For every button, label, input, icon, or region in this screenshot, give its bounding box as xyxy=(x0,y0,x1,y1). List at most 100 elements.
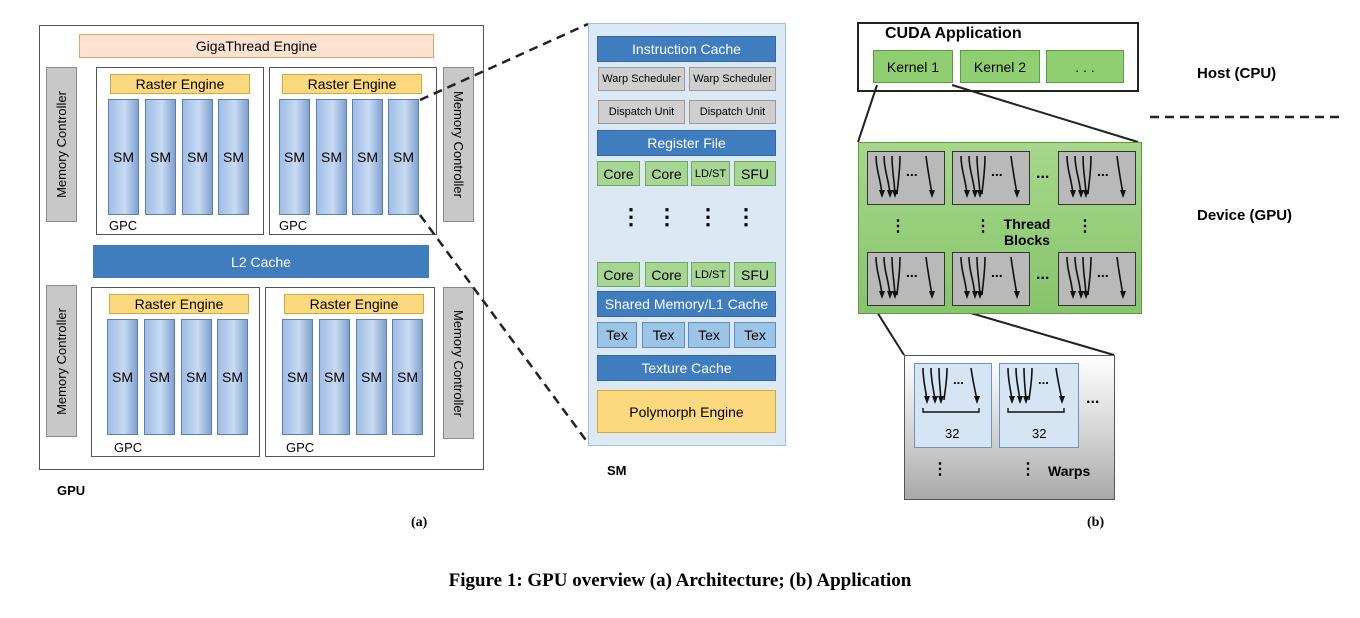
warps-label: Warps xyxy=(1048,463,1091,479)
texture-cache: Texture Cache xyxy=(597,355,776,381)
sm-block: SM xyxy=(282,319,313,435)
tex-unit: Tex xyxy=(734,322,776,348)
thread-block xyxy=(1058,252,1136,306)
cuda-application-title: CUDA Application xyxy=(885,25,1022,42)
raster-engine: Raster Engine xyxy=(284,294,424,314)
sm-block: SM xyxy=(319,319,350,435)
l2-cache: L2 Cache xyxy=(93,245,429,278)
tex-unit: Tex xyxy=(642,322,685,348)
raster-engine: Raster Engine xyxy=(282,74,422,94)
raster-engine: Raster Engine xyxy=(109,294,249,314)
figure-caption: Figure 1: GPU overview (a) Architecture;… xyxy=(448,570,912,591)
gpc-bottom-left: Raster Engine SM SM SM SM GPC xyxy=(91,287,260,457)
tex-unit: Tex xyxy=(597,322,637,348)
raster-engine: Raster Engine xyxy=(110,74,250,94)
gpc-label: GPC xyxy=(286,440,315,455)
sm-block: SM xyxy=(356,319,387,435)
register-file: Register File xyxy=(597,130,776,156)
thread-block xyxy=(1058,151,1136,205)
warp-threads-icon xyxy=(1007,367,1066,413)
dispatch-unit: Dispatch Unit xyxy=(689,100,776,124)
vertical-dots: ⋮ xyxy=(932,461,948,478)
thread-arrows-icon xyxy=(960,155,1021,199)
vertical-dots: ⋮ xyxy=(1020,461,1036,478)
core-unit: Core xyxy=(597,161,640,186)
sub-caption-b: (b) xyxy=(1087,515,1105,530)
sm-block: SM xyxy=(145,99,176,215)
memory-controller-bottom-right: Memory Controller xyxy=(443,287,474,439)
sm-block: SM xyxy=(182,99,213,215)
horizontal-dots: ... xyxy=(1086,390,1100,407)
host-label: Host (CPU) xyxy=(1197,65,1277,82)
warp-scheduler: Warp Scheduler xyxy=(598,67,685,91)
sm-block: SM xyxy=(218,99,249,215)
kernel-more: . . . xyxy=(1046,50,1124,83)
thread-arrows-icon xyxy=(875,256,936,300)
gpc-top-left: Raster Engine SM SM SM SM GPC xyxy=(96,67,264,235)
memory-controller-top-left: Memory Controller xyxy=(46,67,77,222)
horizontal-dots: ... xyxy=(1036,266,1050,283)
vertical-dots: ⋮ xyxy=(656,204,678,229)
warp-block: 32 xyxy=(914,363,992,448)
sm-block: SM xyxy=(352,99,383,215)
warp-size-label: 32 xyxy=(1032,426,1047,441)
ldst-unit: LD/ST xyxy=(691,262,730,287)
kernel-1: Kernel 1 xyxy=(873,50,953,83)
horizontal-dots: ... xyxy=(1036,165,1050,182)
kernel-2: Kernel 2 xyxy=(960,50,1040,83)
thread-block xyxy=(867,151,945,205)
thread-arrows-icon xyxy=(1066,155,1127,199)
tex-unit: Tex xyxy=(688,322,730,348)
sm-block: SM xyxy=(107,319,138,435)
device-label: Device (GPU) xyxy=(1197,207,1293,224)
core-unit: Core xyxy=(645,161,688,186)
shared-memory-l1-cache: Shared Memory/L1 Cache xyxy=(597,291,776,317)
vertical-dots: ⋮ xyxy=(735,204,757,229)
sm-block: SM xyxy=(181,319,212,435)
sm-block: SM xyxy=(108,99,139,215)
thread-arrows-icon xyxy=(875,155,936,199)
warp-size-label: 32 xyxy=(945,426,960,441)
thread-block xyxy=(952,151,1030,205)
thread-blocks-label: Thread Blocks xyxy=(1003,216,1051,248)
core-unit: Core xyxy=(597,262,640,287)
sm-block: SM xyxy=(279,99,310,215)
thread-arrows-icon xyxy=(960,256,1021,300)
vertical-dots: ⋮ xyxy=(975,218,991,235)
sm-block: SM xyxy=(144,319,175,435)
sm-block: SM xyxy=(388,99,419,215)
core-unit: Core xyxy=(645,262,688,287)
vertical-dots: ⋮ xyxy=(1077,218,1093,235)
thread-block xyxy=(952,252,1030,306)
gigathread-engine: GigaThread Engine xyxy=(79,34,434,58)
gpc-bottom-right: Raster Engine SM SM SM SM GPC xyxy=(265,287,435,457)
warp-block: 32 xyxy=(999,363,1079,448)
thread-arrows-icon xyxy=(1066,256,1127,300)
sfu-unit: SFU xyxy=(734,262,776,287)
sm-detail-label: SM xyxy=(607,463,627,478)
sm-block: SM xyxy=(392,319,423,435)
gpc-label: GPC xyxy=(109,218,138,233)
sm-block: SM xyxy=(316,99,347,215)
sfu-unit: SFU xyxy=(734,161,776,186)
thread-block xyxy=(867,252,945,306)
gpc-label: GPC xyxy=(114,440,143,455)
gpc-label: GPC xyxy=(279,218,308,233)
ldst-unit: LD/ST xyxy=(691,161,730,186)
dispatch-unit: Dispatch Unit xyxy=(598,100,685,124)
vertical-dots: ⋮ xyxy=(890,218,906,235)
memory-controller-top-right: Memory Controller xyxy=(443,67,474,222)
vertical-dots: ⋮ xyxy=(697,204,719,229)
sm-block: SM xyxy=(217,319,248,435)
instruction-cache: Instruction Cache xyxy=(597,36,776,62)
gpu-label: GPU xyxy=(57,483,86,498)
vertical-dots: ⋮ xyxy=(620,204,642,229)
warp-scheduler: Warp Scheduler xyxy=(689,67,776,91)
warp-threads-icon xyxy=(922,367,981,413)
polymorph-engine: Polymorph Engine xyxy=(597,390,776,433)
gpc-top-right: Raster Engine SM SM SM SM GPC xyxy=(269,67,437,235)
sub-caption-a: (a) xyxy=(411,515,428,530)
memory-controller-bottom-left: Memory Controller xyxy=(46,285,77,437)
